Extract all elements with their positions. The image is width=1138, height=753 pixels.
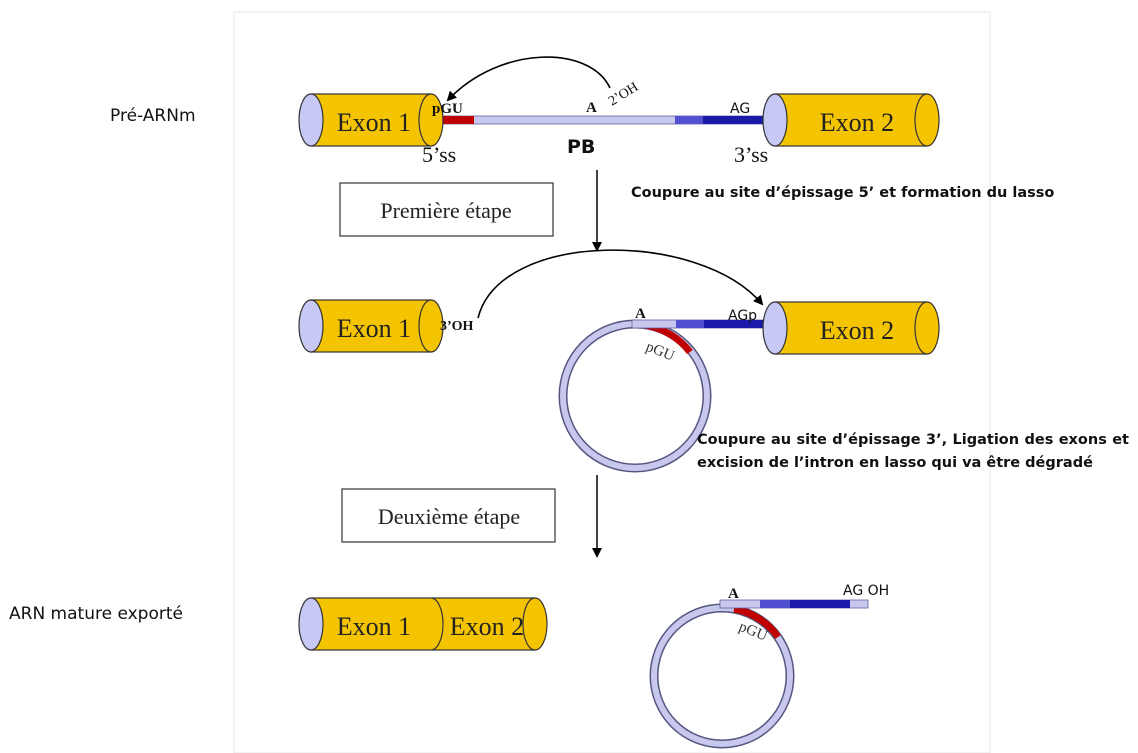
ligated-exons-cylinder (298, 597, 548, 651)
branch-a-label: A (586, 100, 597, 116)
exon2-label: Exon 2 (820, 108, 894, 137)
excised-gu-segment (733, 605, 781, 640)
nucleophilic-attack-arrow-2 (477, 249, 764, 319)
step2-label: Deuxième étape (378, 504, 520, 529)
excised-a-label: A (728, 586, 739, 602)
branch-mid-segment (675, 116, 703, 124)
ag-segment (703, 116, 775, 124)
lariat-intermediate-row: Exon 1 Exon 2 3’OH A AGp pGU (298, 249, 940, 473)
exon2-cylinder-step2 (762, 301, 940, 355)
step2-box (341, 488, 556, 543)
mature-exon2-label: Exon 2 (450, 612, 524, 641)
lariat-a-label: A (635, 306, 646, 322)
exon1-cylinder (298, 93, 444, 147)
ag-oh-label: AG OH (843, 583, 889, 599)
step1-box (339, 182, 554, 237)
step1-label: Première étape (380, 198, 511, 223)
exon1-cylinder-step2 (298, 299, 444, 353)
exon1-label-step2: Exon 1 (337, 314, 411, 343)
pre-mrna-row-label: Pré-ARNm (110, 106, 196, 126)
exon2-cylinder (762, 93, 940, 147)
step2-note: Coupure au site d’épissage 3’, Ligation … (697, 432, 1129, 471)
nucleophilic-attack-arrow-1 (446, 56, 611, 102)
5ss-label: 5’ss (422, 142, 456, 167)
exon1-label: Exon 1 (337, 108, 411, 137)
ag-label: AG (730, 101, 750, 117)
mature-exon1-label: Exon 1 (337, 612, 411, 641)
pre-mrna-row: Exon 1 Exon 2 pGU A 2’OH AG 5’ss 3’ss PB (298, 56, 940, 167)
3oh-label: 3’OH (440, 319, 474, 334)
3ss-label: 3’ss (734, 142, 768, 167)
step1-note: Coupure au site d’épissage 5’ et formati… (631, 185, 1054, 201)
mature-row: Exon 1 Exon 2 A AG OH pGU (298, 583, 889, 749)
exon2-label-step2: Exon 2 (820, 316, 894, 345)
branch-point-label: PB (567, 136, 595, 158)
gu-segment (432, 116, 474, 124)
mature-row-label: ARN mature exporté (9, 604, 183, 624)
agp-label: AGp (728, 308, 757, 324)
pgu-label: pGU (432, 101, 463, 117)
